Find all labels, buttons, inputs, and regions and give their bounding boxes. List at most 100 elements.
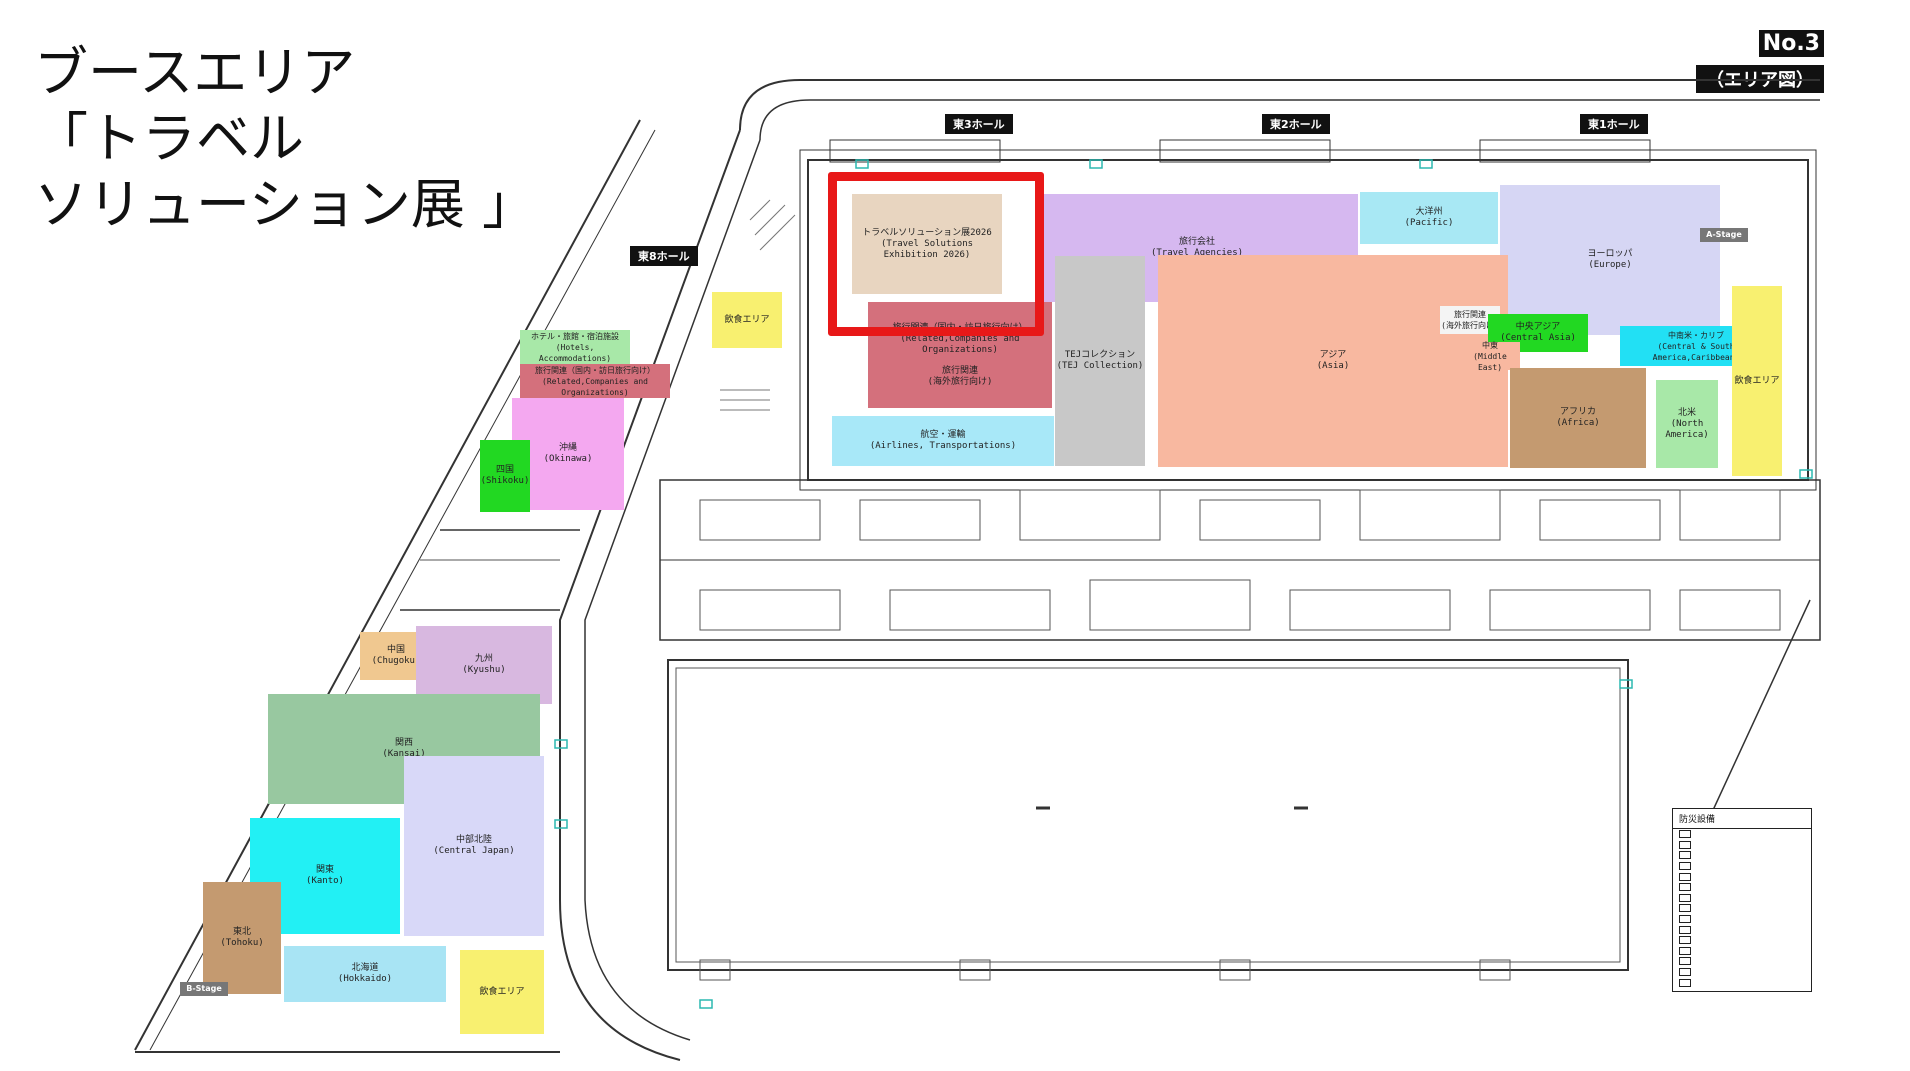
- zone-pacific[interactable]: 大洋州 (Pacific): [1360, 192, 1498, 244]
- zone-related-west-en: (Related,Companies and Organizations): [542, 376, 648, 397]
- legend-row: [1673, 956, 1811, 967]
- a-stage-label: A-Stage: [1700, 228, 1748, 242]
- legend-row: [1673, 861, 1811, 872]
- zone-kansai-ja: 関西: [394, 738, 413, 748]
- zone-tej[interactable]: TEJコレクション (TEJ Collection): [1055, 256, 1145, 466]
- zone-travel-agencies-ja: 旅行会社: [1178, 237, 1215, 247]
- legend-row: [1673, 946, 1811, 957]
- zone-food-top-ja: 飲食エリア: [724, 314, 770, 325]
- zone-pacific-ja: 大洋州: [1415, 207, 1443, 217]
- zone-kyushu-ja: 九州: [474, 654, 493, 664]
- zone-africa-ja: アフリカ: [1559, 407, 1596, 417]
- zone-related-overseas2-en: (海外旅行向け): [1441, 321, 1499, 330]
- zone-chubu[interactable]: 中部北陸 (Central Japan): [404, 756, 544, 936]
- zone-kanto-ja: 関東: [315, 865, 334, 875]
- legend-row: [1673, 850, 1811, 861]
- zone-africa-en: (Africa): [1556, 418, 1600, 428]
- zone-hotels-en: (Hotels, Accommodations): [538, 342, 612, 363]
- zone-kanto-en: (Kanto): [306, 876, 344, 886]
- zone-travel-solutions-ja: トラベルソリューション展2026: [862, 227, 992, 238]
- zone-airlines[interactable]: 航空・運輸 (Airlines, Transportations): [832, 416, 1054, 466]
- zone-related-overseas2-ja: 旅行関連: [1454, 310, 1486, 319]
- legend-symbol: [1679, 862, 1691, 871]
- zone-europe-ja: ヨーロッパ: [1587, 249, 1633, 259]
- legend-row: [1673, 977, 1811, 988]
- zone-hotels[interactable]: ホテル・旅館・宿泊施設 (Hotels, Accommodations): [520, 330, 630, 364]
- zone-food-west[interactable]: 飲食エリア: [460, 950, 544, 1034]
- zone-tohoku-en: (Tohoku): [220, 938, 264, 948]
- zone-kyushu[interactable]: 九州 (Kyushu): [416, 626, 552, 704]
- legend-row: [1673, 829, 1811, 840]
- legend-symbol: [1679, 957, 1691, 966]
- zone-africa[interactable]: アフリカ (Africa): [1510, 368, 1646, 468]
- zone-food-east[interactable]: 飲食エリア: [1732, 286, 1782, 476]
- hall-tag-east3: 東3ホール: [945, 114, 1013, 134]
- zone-asia-ja: アジア: [1319, 350, 1347, 360]
- zone-shikoku-ja: 四国: [495, 465, 514, 475]
- hall-tag-east8: 東8ホール: [630, 246, 698, 266]
- zone-tej-ja: TEJコレクション: [1064, 350, 1136, 360]
- zone-food-west-ja: 飲食エリア: [479, 986, 525, 997]
- zone-europe[interactable]: ヨーロッパ (Europe): [1500, 185, 1720, 335]
- legend-symbol: [1679, 851, 1691, 860]
- zone-shikoku-en: (Shikoku): [480, 476, 530, 486]
- page-title: ブースエリア 「トラベル ソリューション展 」: [34, 40, 536, 238]
- zone-related-overseas-ja: 旅行関連: [941, 365, 978, 376]
- legend-row: [1673, 840, 1811, 851]
- zone-food-top[interactable]: 飲食エリア: [712, 292, 782, 348]
- zone-hotels-ja: ホテル・旅館・宿泊施設: [531, 331, 619, 341]
- zone-related-overseas-en: (海外旅行向け): [927, 376, 993, 387]
- zone-asia[interactable]: アジア (Asia): [1158, 255, 1508, 467]
- zone-airlines-en: (Airlines, Transportations): [869, 441, 1017, 451]
- legend-row: [1673, 924, 1811, 935]
- legend-row: [1673, 882, 1811, 893]
- legend-row: [1673, 871, 1811, 882]
- legend-row: [1673, 914, 1811, 925]
- legend-symbol: [1679, 872, 1691, 881]
- zone-travel-solutions-en: (Travel Solutions Exhibition 2026): [880, 238, 974, 260]
- zone-asia-en: (Asia): [1316, 361, 1350, 371]
- legend-symbol: [1679, 893, 1691, 902]
- zone-pacific-en: (Pacific): [1404, 218, 1454, 228]
- zone-north-america[interactable]: 北米 (North America): [1656, 380, 1718, 468]
- hall-tag-east1: 東1ホール: [1580, 114, 1648, 134]
- zone-hokkaido[interactable]: 北海道 (Hokkaido): [284, 946, 446, 1002]
- title-line-2: 「トラベル: [34, 107, 304, 170]
- legend-symbol: [1679, 968, 1691, 977]
- zone-central-asia[interactable]: 中央アジア (Central Asia): [1488, 314, 1588, 352]
- zone-okinawa[interactable]: 沖縄 (Okinawa): [512, 398, 624, 510]
- zone-hokkaido-ja: 北海道: [351, 963, 379, 973]
- zone-related-west[interactable]: 旅行関連（国内・訪日旅行向け） (Related,Companies and O…: [520, 364, 670, 398]
- zone-tohoku[interactable]: 東北 (Tohoku): [203, 882, 281, 994]
- title-line-3: ソリューション展 」: [34, 173, 537, 236]
- zone-chugoku-en: (Chugoku): [371, 656, 421, 666]
- title-line-1: ブースエリア: [34, 41, 356, 104]
- disaster-equipment-legend: 防災設備: [1672, 808, 1812, 992]
- legend-symbol: [1679, 840, 1691, 849]
- zone-kansai-en: (Kansai): [382, 749, 426, 759]
- zone-chugoku-ja: 中国: [386, 645, 405, 655]
- zone-related-domestic-en: (Related,Companies and Organizations): [900, 333, 1020, 355]
- legend-title: 防災設備: [1673, 809, 1811, 829]
- legend-symbol: [1679, 936, 1691, 945]
- zone-middle-east[interactable]: 中東 (Middle East): [1460, 340, 1520, 372]
- zone-middle-east-ja: 中東: [1482, 340, 1498, 350]
- zone-central-south-america-ja: 中南米・カリブ: [1668, 330, 1724, 340]
- legend-row: [1673, 935, 1811, 946]
- zone-central-south-america-en: (Central & South America,Caribbean): [1652, 341, 1740, 362]
- map-number-badge: No.3: [1758, 30, 1824, 57]
- zone-travel-solutions[interactable]: トラベルソリューション展2026 (Travel Solutions Exhib…: [852, 194, 1002, 294]
- hall-tag-east2: 東2ホール: [1262, 114, 1330, 134]
- zone-tej-en: (TEJ Collection): [1056, 361, 1144, 371]
- zone-middle-east-en: (Middle East): [1473, 351, 1507, 372]
- zone-shikoku[interactable]: 四国 (Shikoku): [480, 440, 530, 512]
- legend-symbol: [1679, 904, 1691, 913]
- zone-north-america-ja: 北米: [1677, 407, 1696, 418]
- legend-symbol: [1679, 978, 1691, 987]
- zone-kyushu-en: (Kyushu): [462, 665, 506, 675]
- zone-central-asia-ja: 中央アジア: [1515, 322, 1561, 332]
- zone-hokkaido-en: (Hokkaido): [337, 974, 393, 984]
- zone-related-west-ja: 旅行関連（国内・訪日旅行向け）: [535, 365, 655, 375]
- zone-travel-agencies-en: (Travel Agencies): [1150, 248, 1244, 258]
- b-stage-label: B-Stage: [180, 982, 228, 996]
